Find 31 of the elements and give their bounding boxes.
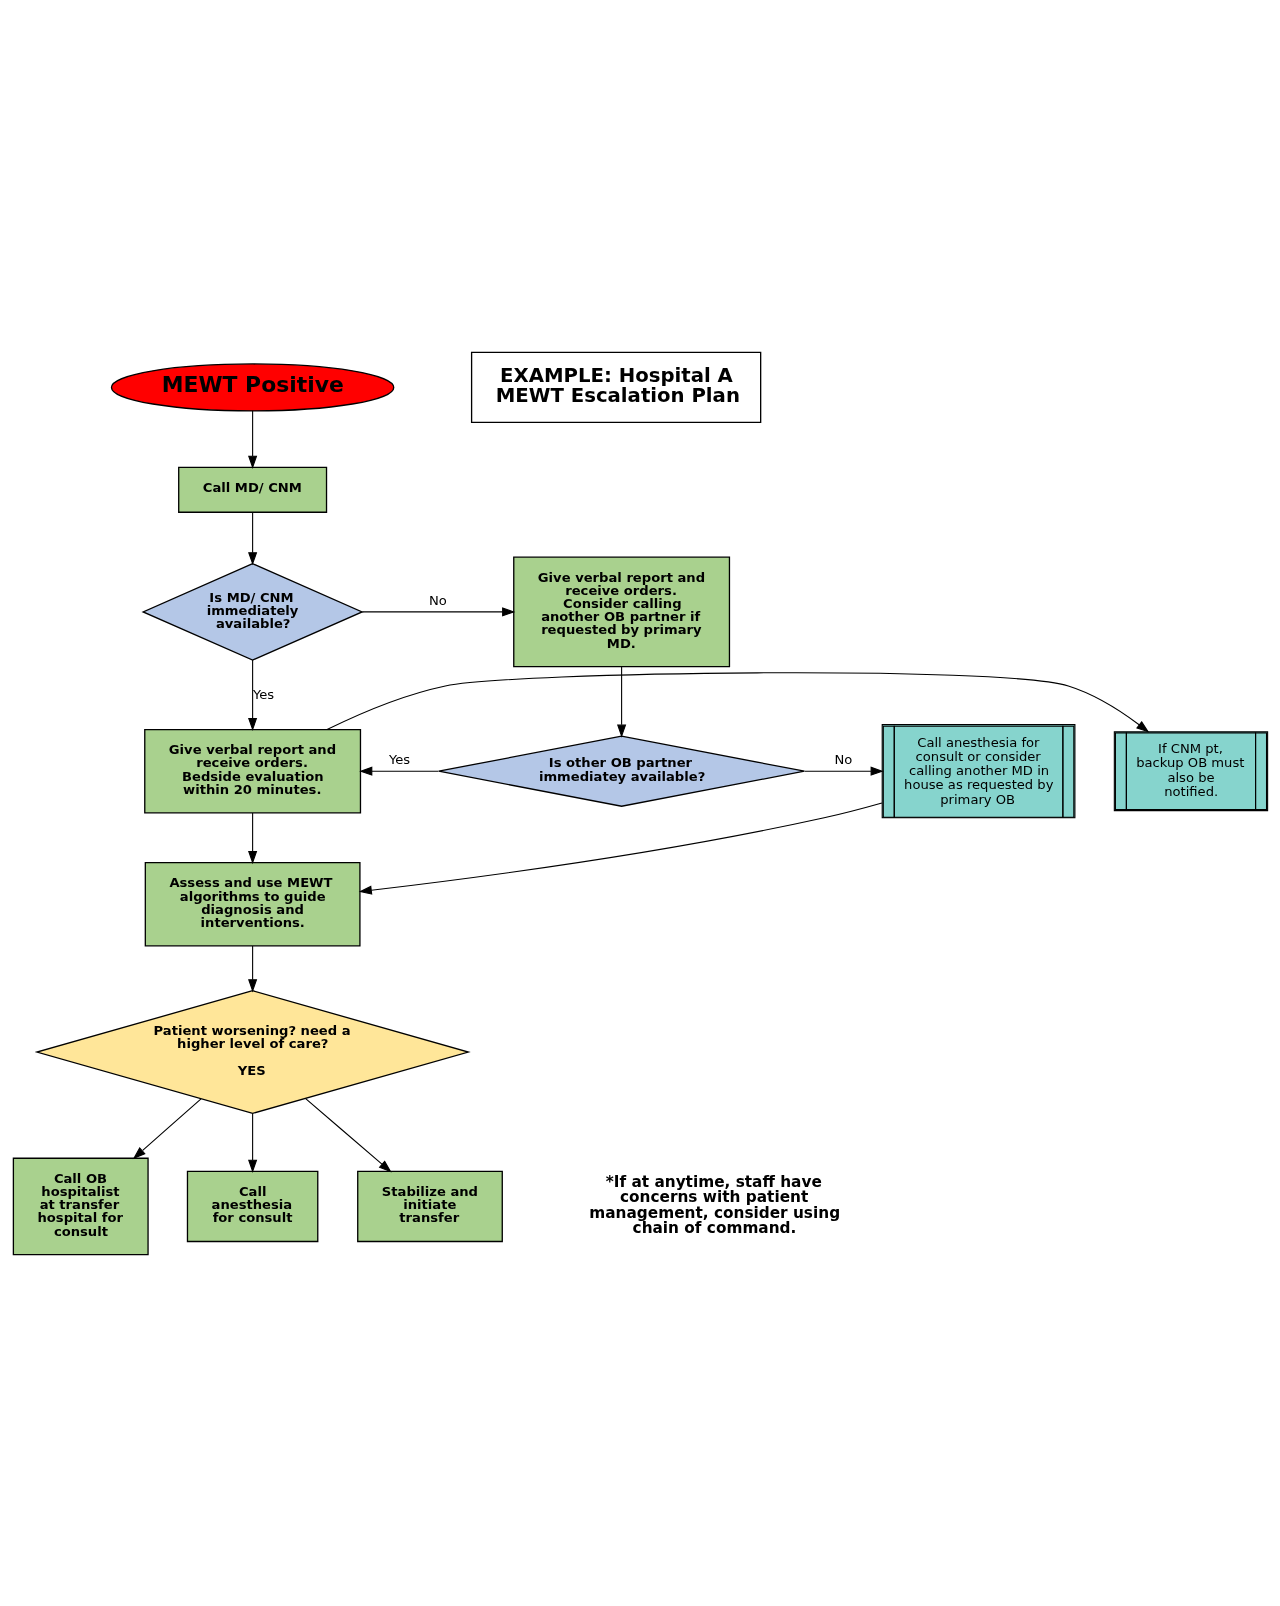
node-box: Call MD/ CNM <box>177 466 327 513</box>
arrow <box>247 1112 257 1173</box>
label: *If at anytime, staff have concerns with patient management, consider using chain of command. <box>588 1172 840 1237</box>
arrow <box>803 766 884 776</box>
node-diamond: Is other OB partner immediatey available? <box>437 735 805 807</box>
edge-label: No <box>428 592 447 608</box>
arrow <box>304 1097 392 1172</box>
node-ellipse: MEWT Positive <box>110 362 394 412</box>
arrow <box>247 511 257 565</box>
edge-label: Yes <box>388 751 410 767</box>
arrow <box>247 944 257 992</box>
arrow <box>616 666 626 738</box>
node-box: Call anesthesia for consult <box>186 1170 318 1242</box>
node-box: Give verbal report and receive orders. Bedside evaluation within 20 minutes. <box>143 728 361 813</box>
edge-label: Yes <box>252 686 274 702</box>
arrow <box>132 1097 202 1159</box>
node-diamond: Patient worsening? need a higher level of care? YES <box>34 989 471 1114</box>
arrow <box>247 409 257 469</box>
arrow <box>358 766 439 776</box>
arrow <box>358 801 882 895</box>
arrow <box>326 671 1149 733</box>
node-box: Give verbal report and receive orders. Consider calling another OB partner if requested by primary MD. <box>512 556 730 667</box>
node-diamond: Is MD/ CNM immediately available? <box>141 562 364 661</box>
node-box: EXAMPLE: Hospital A MEWT Escalation Plan <box>470 351 761 423</box>
node-box: Assess and use MEWT algorithms to guide diagnosis and interventions. <box>144 861 361 946</box>
node-box: Stabilize and initiate transfer <box>356 1170 503 1242</box>
node-box: Call OB hospitalist at transfer hospital for consult <box>12 1157 149 1255</box>
arrow <box>247 811 257 864</box>
edge-label: No <box>833 751 852 767</box>
arrow <box>247 659 257 731</box>
arrow <box>361 606 515 616</box>
